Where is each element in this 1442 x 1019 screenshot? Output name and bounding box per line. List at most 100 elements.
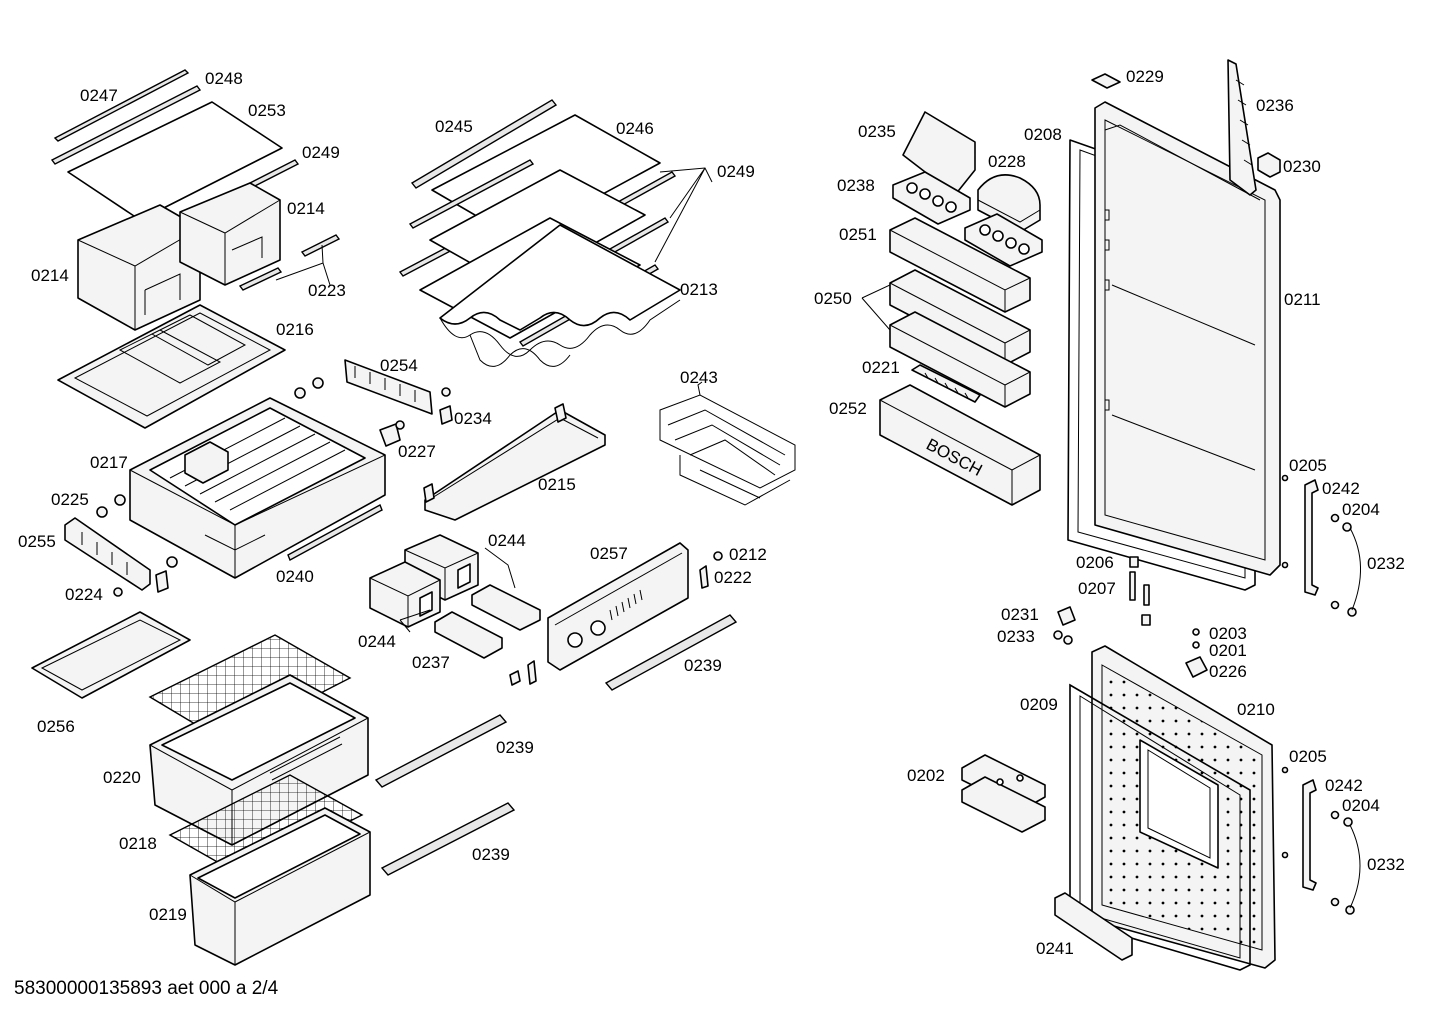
part-0221-bottle-rack (911, 364, 981, 403)
label-0207: 0207 (1078, 579, 1116, 598)
label-0225: 0225 (51, 490, 89, 509)
label-0238: 0238 (837, 176, 875, 195)
part-0255-front-bracket (64, 517, 151, 591)
part-0239-rail-a (374, 714, 508, 788)
label-0216: 0216 (276, 320, 314, 339)
part-0230-cap (1257, 152, 1281, 178)
part-0234-clip (439, 405, 453, 425)
label-0210: 0210 (1237, 700, 1275, 719)
label-0232: 0232 (1367, 855, 1405, 874)
part-0204-screws-upper (1330, 513, 1361, 617)
part-0210-door-liner (1091, 645, 1276, 969)
label-0211: 0211 (1284, 290, 1321, 309)
part-0239-rail-c (604, 614, 738, 691)
label-0241: 0241 (1036, 939, 1074, 958)
label-0206: 0206 (1076, 553, 1114, 572)
label-0215: 0215 (538, 475, 576, 494)
part-0238-egg-tray (892, 171, 971, 225)
label-0214: 0214 (287, 199, 325, 218)
label-0202: 0202 (907, 766, 945, 785)
part-0238-egg-tray-b (964, 213, 1043, 267)
label-0212: 0212 (729, 545, 767, 564)
label-0214: 0214 (31, 266, 69, 285)
part-0257-control-panel (547, 542, 689, 671)
part-0211-door-liner (1094, 101, 1281, 576)
part-0229-cap (1091, 73, 1121, 89)
label-0248: 0248 (205, 69, 243, 88)
part-0236-hinge-strip (1227, 59, 1257, 196)
part-0223-small-rails (238, 234, 341, 291)
label-0252: 0252 (829, 399, 867, 418)
part-0239-rail-b (380, 802, 516, 876)
part-0214-insulation-block-b (179, 182, 281, 286)
leader-0250 (861, 284, 891, 331)
label-0220: 0220 (103, 768, 141, 787)
label-0254: 0254 (380, 356, 418, 375)
part-0248-rail (50, 85, 202, 165)
part-0245-rail (410, 99, 558, 189)
part-0241-bottom-trim (1054, 892, 1133, 961)
part-0247-rail (53, 69, 190, 142)
label-0218: 0218 (119, 834, 157, 853)
part-0251-door-shelf (889, 217, 1031, 313)
label-0244: 0244 (488, 531, 526, 550)
label-0231: 0231 (1001, 605, 1039, 624)
label-0226: 0226 (1209, 662, 1247, 681)
part-0202-blocks (961, 754, 1046, 833)
label-0204: 0204 (1342, 500, 1380, 519)
part-0244-box-b (369, 561, 441, 628)
label-0229: 0229 (1126, 67, 1164, 86)
part-0240-rail (287, 504, 383, 561)
label-0237: 0237 (412, 653, 450, 672)
label-0239: 0239 (684, 656, 722, 675)
part-hinge-pins (1053, 556, 1208, 678)
part-0250-door-shelf-a (889, 269, 1031, 366)
label-0201: 0201 (1209, 641, 1247, 660)
label-0213: 0213 (680, 280, 718, 299)
label-0243: 0243 (680, 368, 718, 387)
label-0221: 0221 (862, 358, 900, 377)
label-0209: 0209 (1020, 695, 1058, 714)
part-0244-tray-a (471, 584, 541, 631)
part-0242-handle-lower (1302, 779, 1317, 891)
label-0222: 0222 (714, 568, 752, 587)
label-0236: 0236 (1256, 96, 1294, 115)
label-0203: 0203 (1209, 624, 1247, 643)
part-0237-tray (434, 611, 503, 659)
label-0217: 0217 (90, 453, 128, 472)
label-0251: 0251 (839, 225, 877, 244)
label-0219: 0219 (149, 905, 187, 924)
label-0239: 0239 (496, 738, 534, 757)
part-0254-bracket (344, 359, 433, 415)
label-0224: 0224 (65, 585, 103, 604)
label-0234: 0234 (454, 409, 492, 428)
part-0212-0222-screws (509, 551, 723, 686)
label-0256: 0256 (37, 717, 75, 736)
label-0227: 0227 (398, 442, 436, 461)
part-0204-screws-lower (1330, 810, 1361, 915)
part-0256-tray (31, 611, 191, 699)
leader-0244 (399, 547, 516, 633)
label-0244: 0244 (358, 632, 396, 651)
label-0242: 0242 (1322, 479, 1360, 498)
label-0208: 0208 (1024, 125, 1062, 144)
part-0253-glass-plate (67, 101, 283, 221)
label-0205: 0205 (1289, 747, 1327, 766)
part-0215-door-shelf (423, 403, 606, 521)
label-0257: 0257 (590, 544, 628, 563)
part-0242-handle-upper (1304, 479, 1319, 596)
part-0214-insulation-block-a (77, 204, 201, 331)
part-0213-wavy-shelf (439, 224, 681, 367)
label-0253: 0253 (248, 101, 286, 120)
label-0249: 0249 (302, 143, 340, 162)
part-0252-bottle-shelf: BOSCH (879, 384, 1041, 506)
label-0233: 0233 (997, 627, 1035, 646)
label-0205: 0205 (1289, 456, 1327, 475)
label-0235: 0235 (858, 122, 896, 141)
part-0209-door-seal (1069, 683, 1251, 971)
label-0204: 0204 (1342, 796, 1380, 815)
part-0216-cover-plate (57, 304, 286, 429)
label-0239: 0239 (472, 845, 510, 864)
label-0245: 0245 (435, 117, 473, 136)
